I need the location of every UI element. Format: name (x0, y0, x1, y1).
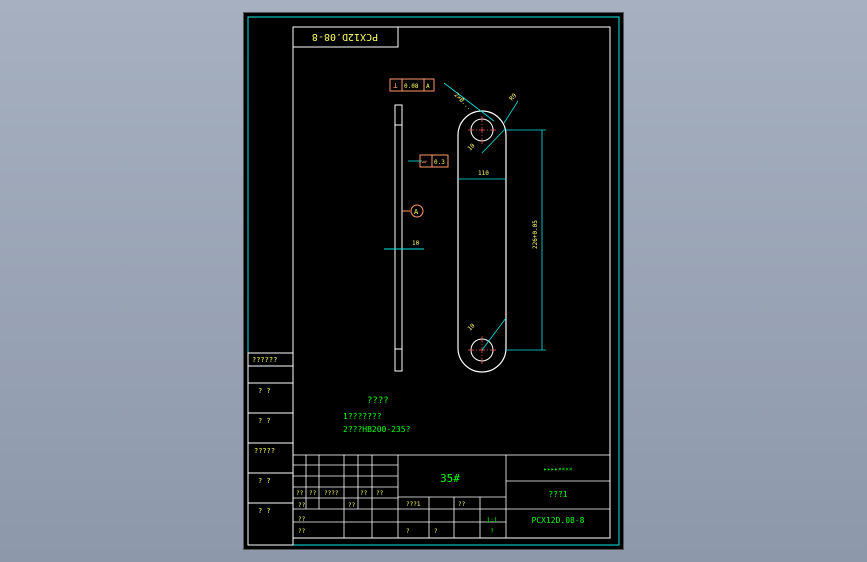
tb-cell-11: ? (406, 528, 410, 535)
side-label-3: ? ? (258, 417, 271, 425)
tb-cell-0: ?? (296, 490, 304, 497)
side-view[interactable] (384, 104, 424, 372)
material-text: 35# (440, 472, 460, 485)
side-label-6: ? ? (258, 507, 271, 515)
part-name: ???1 (548, 490, 567, 499)
drawing-code-top: PCX12D.08-8 (312, 31, 378, 42)
tb-cell-3: ?? (360, 490, 368, 497)
thickness-dim: 10 (412, 240, 420, 247)
side-label-4: ????? (254, 447, 275, 455)
perpendicularity-value: 0.08 (404, 83, 419, 90)
tb-cell-9: ?? (458, 501, 466, 508)
dim-small-2: 10 (466, 322, 476, 332)
side-label-1: ?????? (252, 356, 277, 364)
tb-cell-8: ???1 (406, 501, 421, 508)
flatness-frame[interactable]: ▱ 0.3 (419, 154, 449, 168)
tech-heading: ???? (367, 396, 389, 406)
drawing-code: PCX12D.08-8 (532, 516, 585, 525)
tb-cell-12: ?? (298, 528, 306, 535)
tb-cell-6: ?? (298, 516, 306, 523)
perpendicularity-frame[interactable]: ⊥ 0.08 A (389, 78, 435, 92)
radius-callout: R9 (508, 92, 518, 102)
side-label-2: ? ? (258, 387, 271, 395)
top-code-box (292, 26, 399, 48)
tech-line-1: 1??????? (343, 412, 382, 421)
outer-border (247, 16, 620, 546)
scale-label: 1:1 (487, 517, 498, 524)
dim-small-1: 10 (466, 142, 476, 152)
tb-cell-2: ???? (324, 490, 339, 497)
tb-cell-4: ?? (376, 490, 384, 497)
dimensions (402, 82, 546, 351)
center-dim: 226+0.05 (532, 220, 539, 249)
flatness-value: 0.3 (434, 159, 445, 166)
side-panel (247, 352, 294, 546)
datum-a[interactable]: A (402, 204, 424, 218)
inner-border (292, 26, 611, 539)
tb-cell-7: ?? (348, 502, 356, 509)
tech-requirements: ???? 1??????? 2???HB200-235? (343, 396, 411, 434)
org-text: ▸▸▸▸×××× (544, 466, 573, 473)
perpendicularity-symbol: ⊥ (393, 81, 398, 90)
datum-label: A (414, 208, 419, 216)
cad-viewport[interactable]: PCX12D.08-8 ?????? ? ? ? ? ????? ? ? ? ? (244, 13, 623, 549)
title-block (292, 454, 611, 539)
width-dim: 110 (478, 170, 489, 177)
tb-cell-5: ?? (298, 502, 306, 509)
perpendicularity-datum: A (426, 83, 430, 90)
side-label-5: ? ? (258, 477, 271, 485)
tech-line-2: 2???HB200-235? (343, 425, 411, 434)
front-view[interactable] (457, 110, 507, 373)
tb-cell-1: ?? (309, 490, 317, 497)
hole-callout: 2×Ø... (453, 91, 473, 111)
tb-cell-10: ? (434, 528, 438, 535)
flatness-symbol: ▱ (422, 157, 427, 166)
count-label: ? (490, 528, 494, 535)
drawing-sheet: PCX12D.08-8 ?????? ? ? ? ? ????? ? ? ? ? (247, 16, 620, 546)
